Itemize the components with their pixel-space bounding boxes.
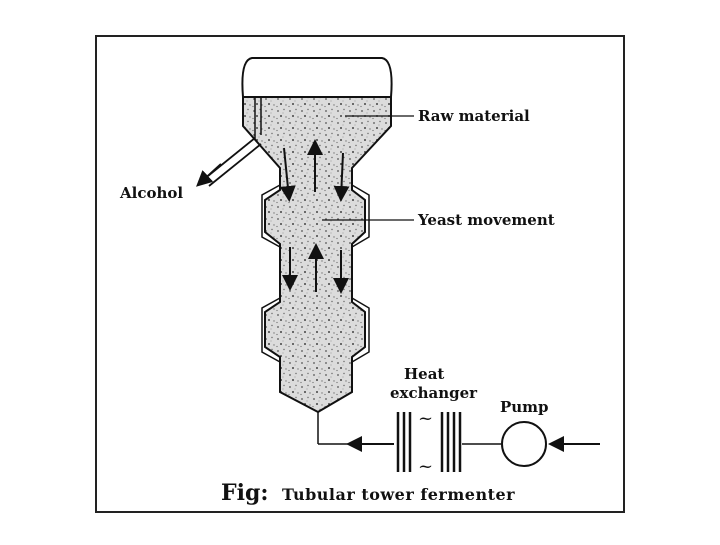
heat-exchanger [396,412,462,472]
yeast-movement-label: Yeast movement [417,211,555,229]
pump-label: Pump [500,398,549,416]
tilde-top: ~ [418,408,433,429]
fermenter-dome [241,57,393,98]
left-jacket-lower [261,297,281,363]
pump-icon [501,421,547,467]
alcohol-outlet-arrow [196,163,222,187]
right-jacket-upper [351,184,370,248]
alcohol-label: Alcohol [119,184,183,202]
tilde-bottom: ~ [418,456,433,477]
exchanger-label: exchanger [390,384,478,402]
caption-prefix: Fig: [221,480,268,506]
figure-frame [95,35,625,513]
raw-material-label: Raw material [418,107,530,125]
left-jacket-upper [261,184,281,248]
yeast-arrow-down [333,152,350,202]
caption-title: Tubular tower fermenter [282,485,515,504]
heat-label: Heat [404,365,444,383]
alcohol-outlet-pipe [208,143,262,187]
right-jacket-lower [351,297,370,363]
yeast-arrow-down [279,147,296,202]
